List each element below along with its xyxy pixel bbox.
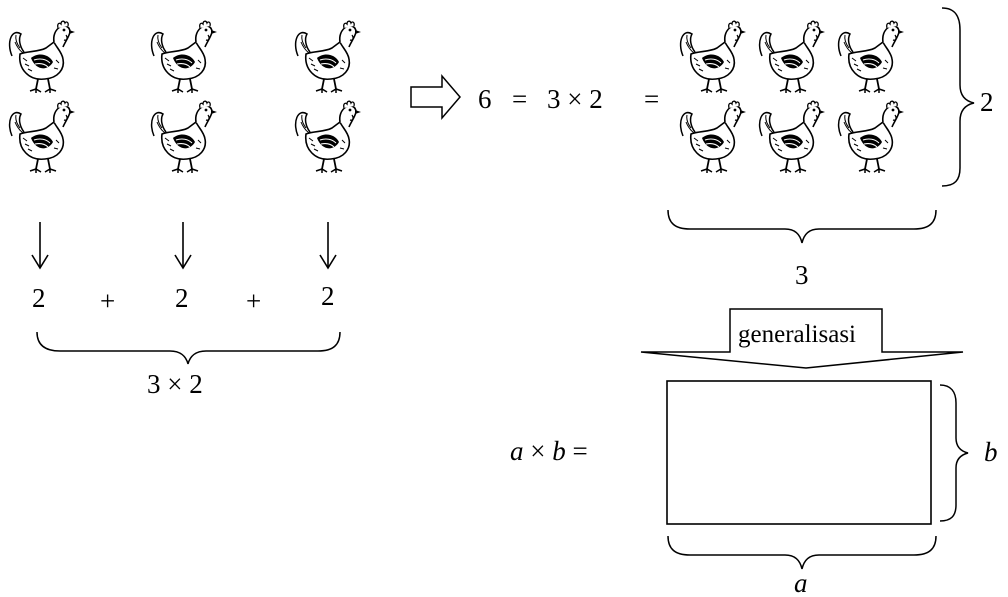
rows-brace	[941, 7, 975, 187]
hen-icon	[679, 20, 747, 94]
width-label: a	[794, 568, 808, 597]
hen-icon	[837, 20, 905, 94]
hen-icon	[758, 20, 826, 94]
hen-icon	[679, 100, 747, 174]
right-hens-grid	[679, 20, 905, 174]
rows-label: 2	[980, 87, 994, 117]
left-hens-grid	[8, 20, 362, 174]
plus-sign: +	[246, 286, 261, 316]
down-arrows	[31, 222, 337, 270]
product-label: 3 × 2	[147, 369, 203, 399]
generalization-label: generalisasi	[738, 321, 856, 348]
addend-1: 2	[32, 283, 46, 313]
implies-arrow-icon	[410, 73, 461, 121]
hen-icon	[837, 100, 905, 174]
down-arrow-icon	[174, 222, 192, 270]
sum-brace	[36, 331, 341, 365]
hen-icon	[150, 100, 218, 174]
hen-icon	[294, 20, 362, 94]
hen-icon	[8, 100, 76, 174]
hen-icon	[294, 100, 362, 174]
cols-label: 3	[795, 260, 809, 290]
general-equation-lhs: a × b =	[510, 436, 588, 466]
plus-sign: +	[100, 286, 115, 316]
hen-icon	[150, 20, 218, 94]
equation-middle: 3 × 2	[547, 84, 603, 114]
cols-brace	[667, 209, 937, 244]
addend-3: 2	[321, 281, 335, 311]
addend-2: 2	[175, 283, 189, 313]
height-brace	[939, 384, 969, 522]
height-label: b	[984, 437, 998, 467]
equation-lhs: 6	[478, 84, 492, 114]
hen-icon	[758, 100, 826, 174]
equals-sign: =	[512, 84, 527, 114]
equals-sign: =	[644, 84, 659, 114]
area-rectangle	[666, 380, 932, 525]
down-arrow-icon	[319, 222, 337, 270]
generalization-arrow	[640, 308, 964, 369]
width-brace	[667, 535, 937, 570]
down-arrow-icon	[31, 222, 49, 270]
hen-icon	[8, 20, 76, 94]
